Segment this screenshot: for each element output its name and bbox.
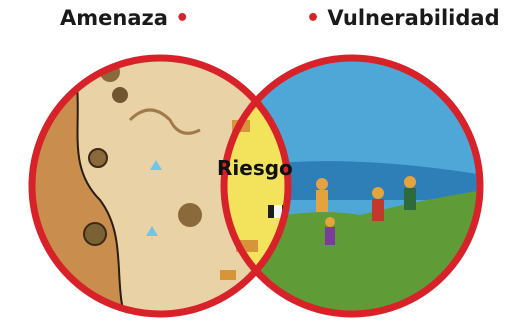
vulnerabilidad-circle-ring	[220, 54, 484, 318]
label-riesgo: Riesgo	[217, 156, 293, 180]
bullet-dot-icon: •	[175, 6, 190, 31]
amenaza-circle-ring	[28, 54, 292, 318]
label-vulnerabilidad-text: Vulnerabilidad	[327, 6, 500, 30]
label-amenaza: Amenaza •	[60, 6, 189, 31]
label-amenaza-text: Amenaza	[60, 6, 168, 30]
people-icon	[316, 176, 416, 245]
label-vulnerabilidad: • Vulnerabilidad	[306, 6, 500, 31]
bullet-dot-icon: •	[306, 6, 321, 31]
